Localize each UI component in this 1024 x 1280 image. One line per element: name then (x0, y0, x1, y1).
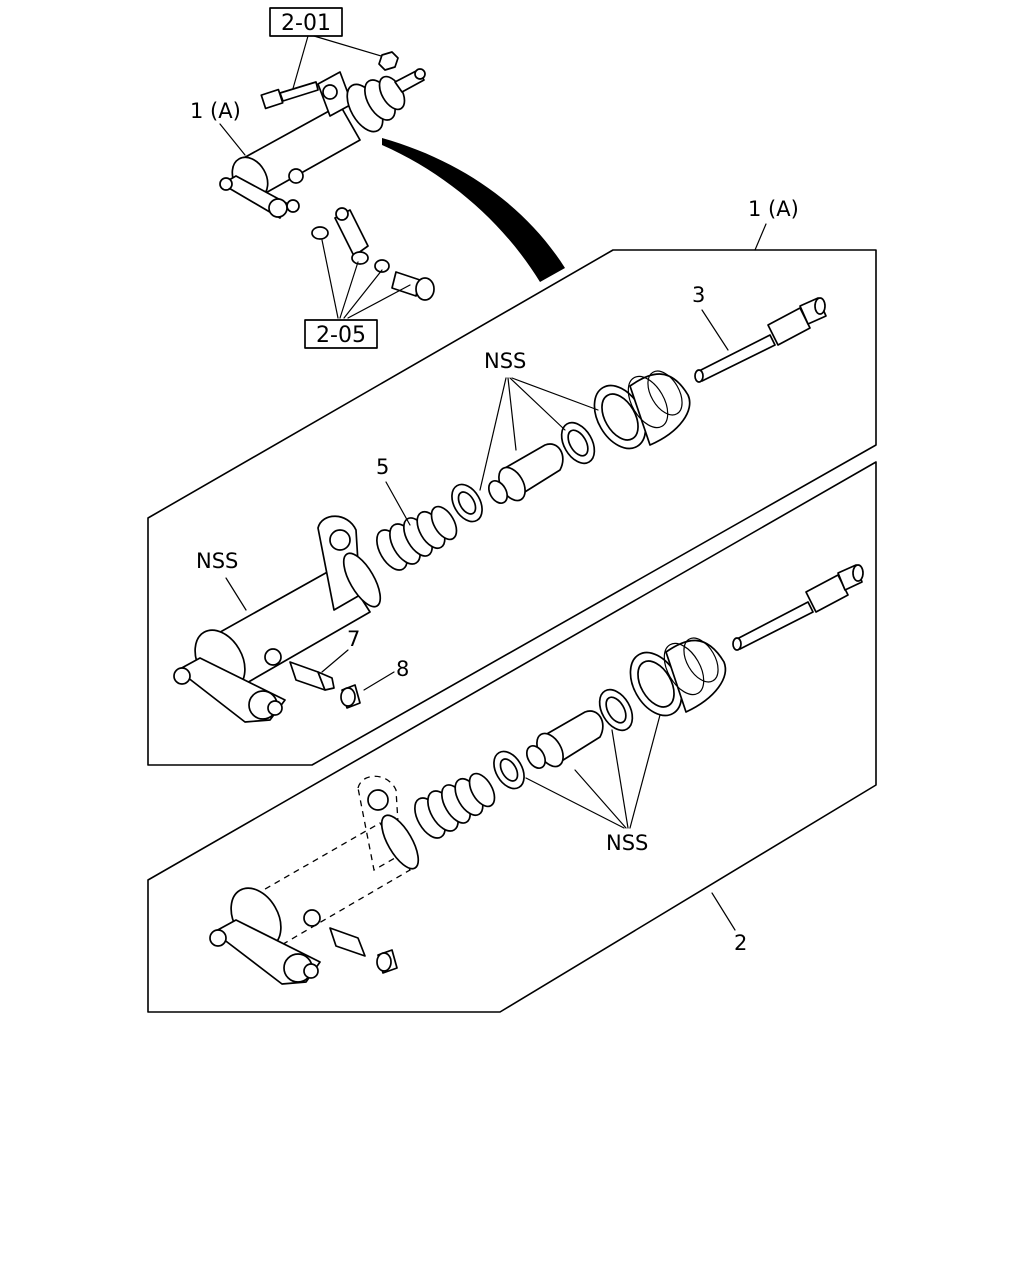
leader-2-05-c (343, 269, 383, 319)
leader-part-3 (701, 309, 729, 351)
leader-part-8 (363, 671, 395, 691)
label-assembly-top: 1 (A) (190, 99, 241, 123)
leader-nss-lower-c (611, 729, 629, 829)
label-assembly-panel: 1 (A) (748, 197, 799, 221)
spring-5 (376, 505, 458, 571)
leader-nss-upper-c (509, 377, 566, 431)
leader-assembly-panel (754, 223, 767, 251)
push-rod (694, 297, 827, 383)
cap-2 (376, 949, 398, 974)
label-nss-lower: NSS (606, 831, 648, 855)
label-part-5: 5 (376, 455, 389, 479)
leader-nss-upper-d (511, 377, 599, 411)
leader-nss-upper-b (507, 377, 517, 451)
cylinder-body-2 (209, 775, 420, 985)
leader-nss-lower-b (574, 769, 627, 829)
panel-1a-frame (147, 249, 877, 766)
leader-part-7 (321, 649, 349, 673)
ref-2-01-text: 2-01 (281, 11, 331, 36)
leader-nss-upper-a (479, 377, 507, 491)
bleeder-screw-7 (289, 661, 335, 691)
leader-2-05-a (321, 239, 339, 319)
dust-boot-2 (629, 637, 727, 717)
label-part-8: 8 (396, 657, 409, 681)
leader-2-05-d (347, 284, 411, 319)
panel-2-frame (147, 461, 877, 1013)
banjo-fitting-small (311, 207, 435, 301)
leader-nss-body (225, 577, 247, 611)
cap-8 (340, 684, 361, 709)
piston-seals-2 (493, 688, 634, 790)
ref-box-2-05[interactable]: 2-05 (304, 319, 378, 349)
push-rod-2 (732, 564, 864, 651)
leader-nss-lower-d (629, 714, 661, 829)
overview-assembly: 2-01 1 (A) (190, 7, 565, 349)
label-nss-body: NSS (196, 549, 238, 573)
label-part-2: 2 (734, 931, 747, 955)
piston-seals (451, 421, 596, 523)
bolt-small (260, 81, 319, 110)
panel-assembly-2: NSS (147, 461, 877, 1013)
nut-small (378, 51, 399, 71)
explode-arrow (382, 138, 565, 282)
label-part-7: 7 (347, 627, 360, 651)
leader-part-2 (711, 892, 736, 931)
panel-assembly-1a: 1 (A) 3 NSS (147, 197, 877, 766)
leader-2-01-bolt (291, 35, 309, 93)
bleeder-screw-2 (329, 927, 366, 957)
ref-box-2-01[interactable]: 2-01 (269, 7, 343, 37)
leader-part-5 (385, 481, 411, 526)
leader-2-01-nut (313, 35, 389, 59)
spring-2 (414, 772, 496, 839)
leader-assembly-top (219, 123, 246, 156)
leader-nss-lower-a (525, 777, 625, 829)
ref-2-05-text: 2-05 (316, 323, 366, 348)
label-nss-upper: NSS (484, 349, 526, 373)
dust-boot (593, 370, 691, 450)
cylinder-body (173, 515, 382, 723)
cylinder-small (219, 68, 426, 219)
leader-2-05-b (339, 261, 359, 319)
label-part-3: 3 (692, 283, 705, 307)
